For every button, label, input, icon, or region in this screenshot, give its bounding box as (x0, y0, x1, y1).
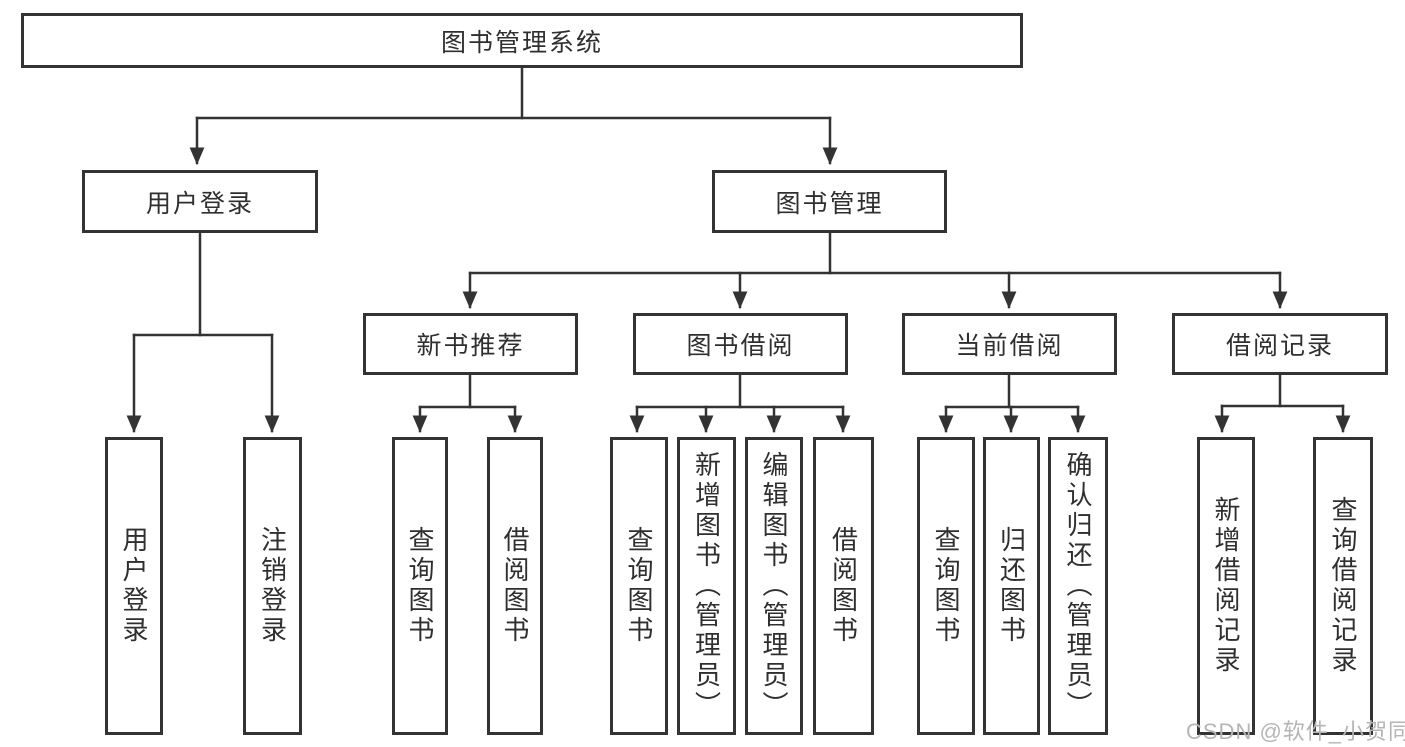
node-new-book-recommend-label: 新书推荐 (416, 332, 525, 360)
connector-user-login (126, 229, 280, 433)
node-borrow-record: 借阅记录 (1172, 313, 1388, 375)
node-user-login: 用户登录 (82, 170, 318, 233)
leaf-borrow-books: 借阅图书 (813, 437, 874, 735)
node-user-login-label: 用户登录 (145, 189, 254, 218)
leaf-add-borrow-record: 新增借阅记录 (1197, 437, 1255, 735)
leaf-edit-books-admin: 编辑图书（管理员） (745, 437, 803, 735)
node-current-borrow: 当前借阅 (902, 313, 1117, 375)
node-book-management: 图书管理 (712, 170, 947, 233)
connector-root (189, 64, 838, 165)
node-root-system: 图书管理系统 (21, 13, 1023, 68)
connector-book-borrow (629, 371, 851, 433)
node-book-management-label: 图书管理 (775, 189, 884, 218)
leaf-add-books-admin: 新增图书（管理员） (677, 437, 736, 735)
leaf-query-borrow-record: 查询借阅记录 (1313, 437, 1373, 735)
csdn-watermark: CSDN @软件_小贺同学 (1186, 719, 1405, 744)
node-borrow-record-label: 借阅记录 (1225, 332, 1334, 360)
connector-current-borrow (938, 371, 1086, 433)
leaf-logout: 注销登录 (243, 437, 302, 735)
connector-book-management (462, 229, 1288, 309)
leaf-borrow-books-recommend: 借阅图书 (487, 437, 543, 735)
leaf-query-books-borrow: 查询图书 (610, 437, 668, 735)
node-root-label: 图书管理系统 (440, 28, 603, 57)
node-book-borrow-label: 图书借阅 (686, 332, 795, 360)
leaf-query-books-current: 查询图书 (917, 437, 975, 735)
leaf-user-login: 用户登录 (105, 437, 163, 735)
connector-new-book-recommend (412, 371, 523, 433)
leaf-confirm-return-admin: 确认归还（管理员） (1048, 437, 1108, 735)
leaf-return-books: 归还图书 (983, 437, 1040, 735)
node-new-book-recommend: 新书推荐 (363, 313, 578, 375)
leaf-query-books-recommend: 查询图书 (392, 437, 448, 735)
node-book-borrow: 图书借阅 (633, 313, 848, 375)
node-current-borrow-label: 当前借阅 (955, 332, 1064, 360)
connector-borrow-record (1214, 371, 1351, 433)
